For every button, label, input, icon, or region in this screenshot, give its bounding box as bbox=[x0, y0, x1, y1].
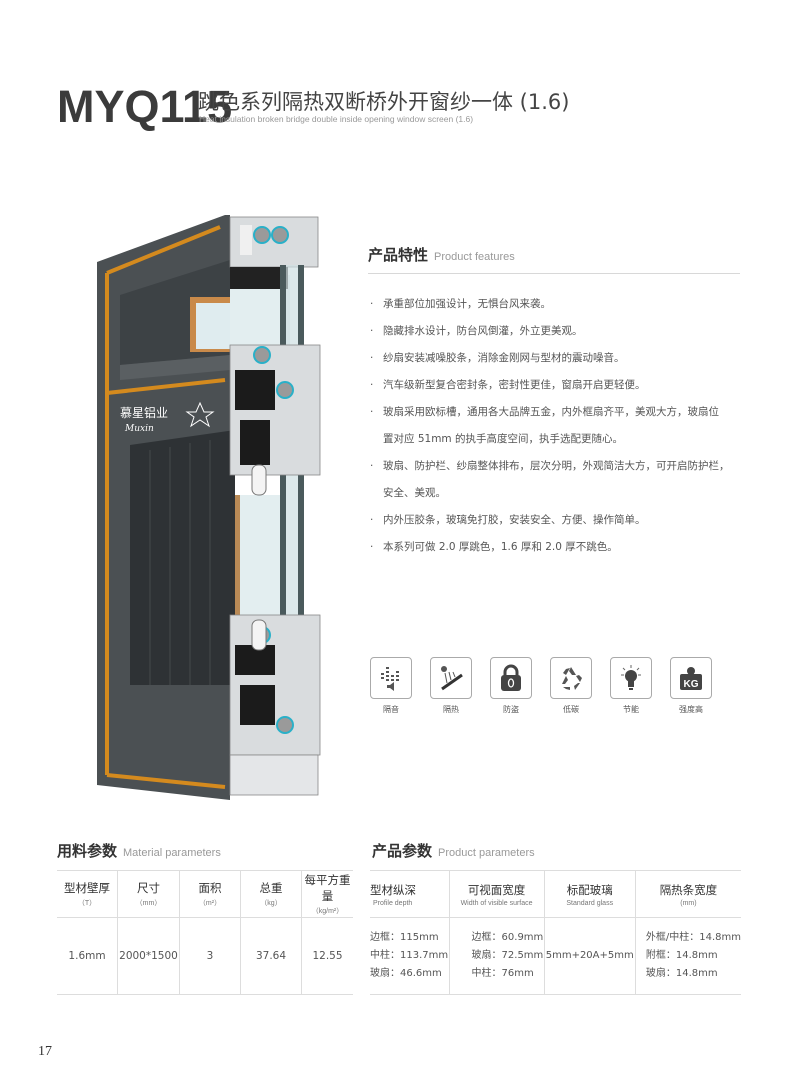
material-heading: 用料参数 Material parameters bbox=[57, 840, 221, 861]
feature-icon-energy: 节能 bbox=[610, 657, 652, 715]
feature-item: ·隐藏排水设计，防台风倒灌，外立更美观。 bbox=[370, 325, 583, 337]
feature-item: ·汽车级新型复合密封条，密封性更佳，窗扇开启更轻便。 bbox=[370, 379, 646, 391]
material-heading-cn: 用料参数 bbox=[57, 842, 118, 860]
svg-text:KG: KG bbox=[684, 679, 699, 690]
feature-icon-heat: 隔热 bbox=[430, 657, 472, 715]
feature-icons-row: 隔音 隔热 防盗 低碳 节能 KG 强度高 bbox=[370, 657, 712, 715]
feature-icon-strength: KG 强度高 bbox=[670, 657, 712, 715]
features-heading: 产品特性 Product features bbox=[368, 244, 515, 265]
divider bbox=[368, 273, 740, 274]
feature-item: ·承重部位加强设计，无惧台风来袭。 bbox=[370, 298, 551, 310]
window-profile-illustration: 慕星铝业 Muxin bbox=[97, 215, 321, 800]
energy-saving-bulb-icon bbox=[621, 665, 641, 690]
model-number: MYQ115 bbox=[57, 81, 233, 132]
feature-item: ·本系列可做 2.0 厚跳色，1.6 厚和 2.0 厚不跳色。 bbox=[370, 541, 618, 553]
material-parameters-table: 型材壁厚（T） 尺寸（mm） 面积（m²） 总重（kg） 每平方重量（kg/m²… bbox=[57, 870, 353, 995]
heat-insulation-icon bbox=[441, 666, 463, 691]
material-heading-en: Material parameters bbox=[123, 847, 221, 859]
sound-insulation-icon bbox=[381, 667, 399, 691]
product-params-heading-cn: 产品参数 bbox=[372, 842, 433, 860]
page-number: 17 bbox=[38, 1044, 52, 1059]
feature-item: ·玻扇、防护栏、纱扇整体排布，层次分明，外观简洁大方，可开启防护栏，安全、美观。 bbox=[370, 460, 730, 499]
high-strength-kg-icon: KG bbox=[680, 667, 702, 690]
feature-icon-low-carbon: 低碳 bbox=[550, 657, 592, 715]
product-params-heading-en: Product parameters bbox=[438, 847, 535, 859]
anti-theft-lock-icon bbox=[501, 664, 521, 691]
features-heading-cn: 产品特性 bbox=[368, 246, 429, 264]
feature-icon-sound: 隔音 bbox=[370, 657, 412, 715]
features-heading-en: Product features bbox=[434, 251, 515, 263]
table-header-row: 型材壁厚（T） 尺寸（mm） 面积（m²） 总重（kg） 每平方重量（kg/m²… bbox=[57, 870, 353, 918]
feature-item: ·纱扇安装减噪胶条，消除金刚网与型材的震动噪音。 bbox=[370, 352, 625, 364]
svg-text:Muxin: Muxin bbox=[124, 424, 154, 434]
features-list: ·承重部位加强设计，无惧台风来袭。 ·隐藏排水设计，防台风倒灌，外立更美观。 ·… bbox=[370, 291, 750, 561]
product-params-heading: 产品参数 Product parameters bbox=[372, 840, 535, 861]
low-carbon-recycle-icon bbox=[562, 667, 582, 690]
feature-icon-anti-theft: 防盗 bbox=[490, 657, 532, 715]
brand-logo: 慕星铝业 bbox=[120, 405, 168, 420]
feature-item: ·内外压胶条，玻璃免打胶，安装安全、方便、操作简单。 bbox=[370, 514, 646, 526]
feature-item: ·玻扇采用欧标槽，通用各大品牌五金，内外框扇齐平，美观大方，玻扇位置对应 51m… bbox=[370, 406, 719, 445]
product-title-cn: 跳色系列隔热双断桥外开窗纱一体 (1.6) bbox=[198, 90, 570, 114]
product-title-en: Heat insulation broken bridge double ins… bbox=[199, 114, 474, 124]
